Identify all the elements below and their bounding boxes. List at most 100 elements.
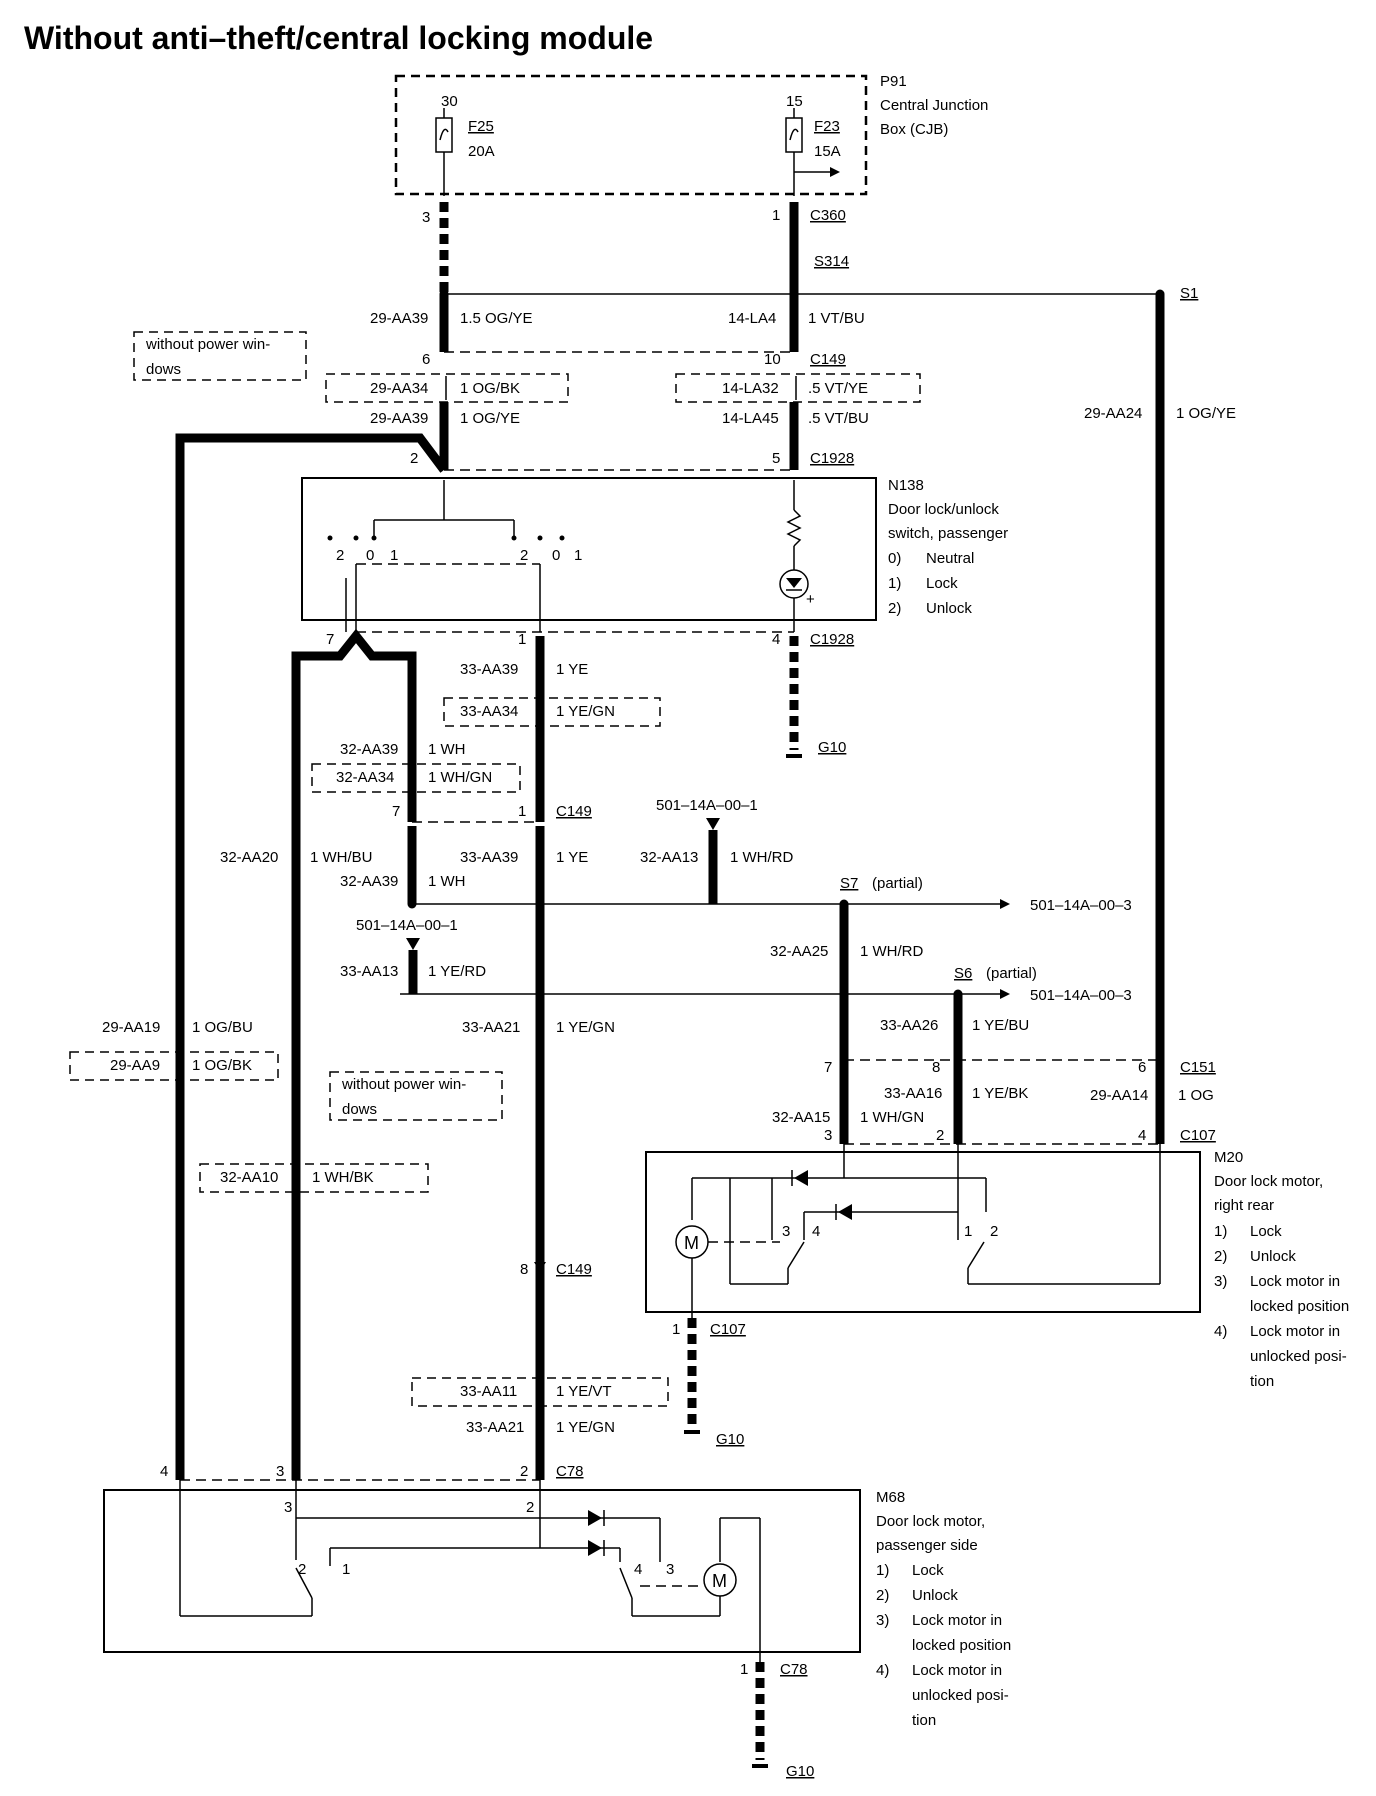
n138-legend-1-num: 1) <box>888 575 901 592</box>
m68-legend-4-text: Lock motor in <box>912 1662 1002 1679</box>
s6-ref: 501–14A–00–3 <box>1030 987 1132 1004</box>
f23-rating: 15A <box>814 143 841 160</box>
f25-fuse-symbol <box>435 117 453 153</box>
wire-33-aa13-spec: 1 YE/RD <box>428 963 486 980</box>
note-box-1 <box>133 331 307 381</box>
note-2-line1: without power win- <box>341 1076 466 1093</box>
wire-32-aa10-spec: 1 WH/BK <box>312 1169 374 1186</box>
wire-33-aa16-code: 33-AA16 <box>884 1085 942 1102</box>
wire-33-aa21b-code: 33-AA21 <box>466 1419 524 1436</box>
svg-text:+: + <box>806 591 815 608</box>
m68-c78-pin1: 1 <box>740 1661 748 1678</box>
wire-32-aa39-code: 32-AA39 <box>340 741 398 758</box>
splice-ref-1: 501–14A–00–1 <box>656 797 758 814</box>
c107-pin4: 4 <box>1138 1127 1146 1144</box>
alt-box-32-aa10 <box>199 1163 429 1193</box>
c149b-label: C149 <box>556 1261 592 1278</box>
wire-29-aa39-spec: 1.5 OG/YE <box>460 310 533 327</box>
splice-arrow-1-icon <box>706 818 720 830</box>
n138-legend-2-num: 2) <box>888 600 901 617</box>
m20-legend-3-text: locked position <box>1250 1298 1349 1315</box>
c1928-pin-left: 2 <box>410 450 418 467</box>
s7-note: (partial) <box>872 875 923 892</box>
c1928b-pin7: 7 <box>326 631 334 648</box>
wire-32-aa39b-code: 32-AA39 <box>340 873 398 890</box>
splice-ref-2: 501–14A–00–1 <box>356 917 458 934</box>
splice-arrow-2-icon <box>406 938 420 950</box>
note-1-line2: dows <box>146 361 181 378</box>
s6-note: (partial) <box>986 965 1037 982</box>
c1928b-pin4: 4 <box>772 631 780 648</box>
alt-box-29-aa34 <box>325 373 569 403</box>
m68-legend-1-text: Unlock <box>912 1587 958 1604</box>
alt-box-32-aa34 <box>311 763 521 793</box>
n138-sw1-0: 0 <box>366 547 374 564</box>
wire-33-aa13-code: 33-AA13 <box>340 963 398 980</box>
wire-14-la45-spec: .5 VT/BU <box>808 410 869 427</box>
g10-b-label: G10 <box>716 1431 744 1448</box>
m68-legend-3-text: locked position <box>912 1637 1011 1654</box>
m20-legend-2-text: Lock motor in <box>1250 1273 1340 1290</box>
m68-sw-3: 3 <box>666 1561 674 1578</box>
note-2-line2: dows <box>342 1101 377 1118</box>
m20-legend-1-num: 2) <box>1214 1248 1227 1265</box>
wire-29-aa24-code: 29-AA24 <box>1084 405 1142 422</box>
wire-14-la45-code: 14-LA45 <box>722 410 779 427</box>
m20-motor-label: M <box>684 1233 699 1253</box>
wire-29-aa9-code: 29-AA9 <box>110 1057 160 1074</box>
f23-pin: 15 <box>786 93 803 110</box>
wire-32-aa15-code: 32-AA15 <box>772 1109 830 1126</box>
n138-line2: switch, passenger <box>888 525 1008 542</box>
n138-legend-2-text: Unlock <box>926 600 972 617</box>
c151-pin7: 7 <box>824 1059 832 1076</box>
c149-pin-right: 10 <box>764 351 781 368</box>
m20-legend-1-text: Unlock <box>1250 1248 1296 1265</box>
note-box-2 <box>329 1071 503 1121</box>
wire-32-aa13-code: 32-AA13 <box>640 849 698 866</box>
m68-sw-2: 2 <box>298 1561 306 1578</box>
wire-33-aa21-spec: 1 YE/GN <box>556 1019 615 1036</box>
s1-label: S1 <box>1180 285 1198 302</box>
alt-box-29-aa9 <box>69 1051 279 1081</box>
n138-box <box>301 477 877 621</box>
m20-legend-2-num: 3) <box>1214 1273 1227 1290</box>
f23-name: F23 <box>814 118 840 135</box>
m68-legend-1-num: 2) <box>876 1587 889 1604</box>
p91-line1: Central Junction <box>880 97 988 114</box>
m68-motor-label: M <box>712 1571 727 1591</box>
m68-legend-2-text: Lock motor in <box>912 1612 1002 1629</box>
c78-label: C78 <box>556 1463 584 1480</box>
wire-32-aa39b-spec: 1 WH <box>428 873 466 890</box>
m20-sw-3: 3 <box>782 1223 790 1240</box>
c149-label: C149 <box>810 351 846 368</box>
m68-pin3: 3 <box>284 1499 292 1516</box>
note-1-line1: without power win- <box>145 336 270 353</box>
c107b-label: C107 <box>710 1321 746 1338</box>
m68-sw-4: 4 <box>634 1561 642 1578</box>
n138-legend-0-num: 0) <box>888 550 901 567</box>
s6-label: S6 <box>954 965 972 982</box>
n138-id: N138 <box>888 477 924 494</box>
m68-g10-label: G10 <box>786 1763 814 1780</box>
p91-box <box>394 74 868 196</box>
wire-33-aa39-code: 33-AA39 <box>460 661 518 678</box>
wire-32-aa15-spec: 1 WH/GN <box>860 1109 924 1126</box>
wire-33-aa39b-spec: 1 YE <box>556 849 588 866</box>
c149-pin-left: 6 <box>422 351 430 368</box>
wire-33-aa11-spec: 1 YE/VT <box>556 1383 612 1400</box>
m68-pin2: 2 <box>526 1499 534 1516</box>
n138-sw2-1: 1 <box>574 547 582 564</box>
c360-pin-left: 3 <box>422 209 430 226</box>
s7-label: S7 <box>840 875 858 892</box>
m68-legend-6-text: tion <box>912 1712 936 1729</box>
f25-pin: 30 <box>441 93 458 110</box>
m20-box <box>645 1151 1201 1313</box>
wire-14-la32-spec: .5 VT/YE <box>808 380 868 397</box>
f25-name: F25 <box>468 118 494 135</box>
c149m-pin7: 7 <box>392 803 400 820</box>
m20-diode-1-icon <box>794 1170 808 1186</box>
wire-29-aa39b-spec: 1 OG/YE <box>460 410 520 427</box>
wire-29-aa19-code: 29-AA19 <box>102 1019 160 1036</box>
wire-33-aa21b-spec: 1 YE/GN <box>556 1419 615 1436</box>
resistor-icon <box>786 509 802 547</box>
